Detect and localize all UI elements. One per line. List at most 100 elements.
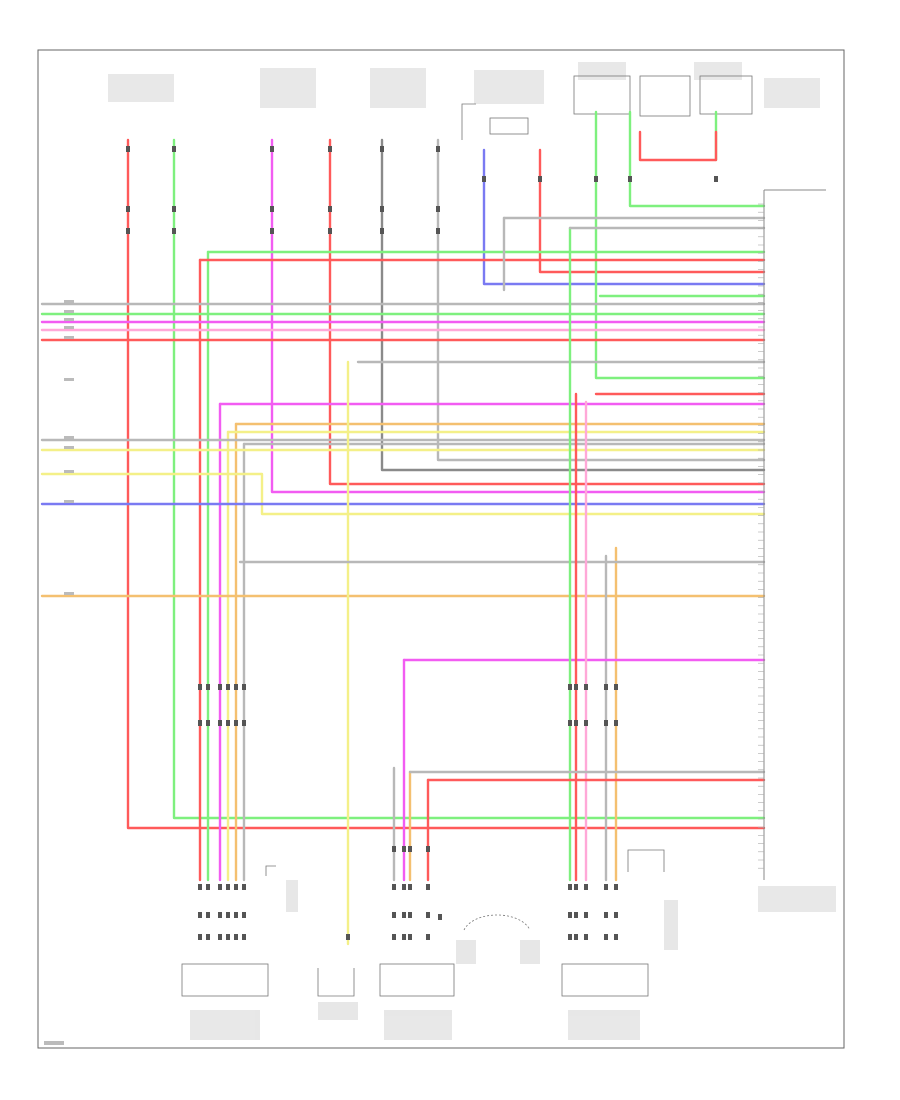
connector-mid bbox=[380, 228, 384, 234]
connector-inline bbox=[604, 720, 608, 726]
bottom-connector-2 bbox=[379, 963, 455, 997]
connector-bottom bbox=[408, 912, 412, 918]
connector-bottom bbox=[242, 912, 246, 918]
connector-bottom bbox=[402, 934, 406, 940]
connector-inline bbox=[402, 846, 406, 852]
connector-inline bbox=[198, 684, 202, 690]
connector-top bbox=[328, 146, 332, 152]
connector-top bbox=[482, 176, 486, 182]
connector-bottom bbox=[218, 934, 222, 940]
connector-mid bbox=[270, 228, 274, 234]
connector-mid bbox=[270, 206, 274, 212]
connector-bottom bbox=[614, 912, 618, 918]
bottom-bracket-4 bbox=[265, 865, 276, 876]
connector-inline bbox=[574, 684, 578, 690]
wire-label-0 bbox=[64, 300, 74, 303]
connector-inline bbox=[206, 720, 210, 726]
wire-red-0 bbox=[126, 138, 766, 830]
connector-bottom bbox=[614, 884, 618, 890]
connector-bottom bbox=[234, 884, 238, 890]
connector-bottom bbox=[226, 884, 230, 890]
module-label bbox=[758, 886, 836, 912]
connector-bottom bbox=[604, 884, 608, 890]
connector-mid bbox=[436, 228, 440, 234]
relay-box-3 bbox=[699, 75, 753, 115]
bottom-connector-1 bbox=[181, 963, 269, 997]
connector-bottom bbox=[226, 912, 230, 918]
connector-inline bbox=[408, 846, 412, 852]
connector-bottom bbox=[574, 934, 578, 940]
connector-inline bbox=[242, 720, 246, 726]
left-labels bbox=[64, 300, 74, 595]
wire-label-5 bbox=[64, 378, 74, 381]
connector-inline bbox=[392, 846, 396, 852]
connector-bottom bbox=[402, 884, 406, 890]
connector-inline bbox=[574, 720, 578, 726]
wire-blue-6 bbox=[482, 148, 766, 286]
wire-red-7 bbox=[538, 148, 766, 274]
module-pins bbox=[758, 203, 764, 869]
bottom-label-3 bbox=[384, 1010, 452, 1040]
connector-bottom bbox=[392, 934, 396, 940]
wire-red-3 bbox=[328, 138, 766, 486]
bottom-components bbox=[181, 849, 665, 997]
bottom-connector-3 bbox=[561, 963, 649, 997]
connector-top bbox=[628, 176, 632, 182]
connector-bottom bbox=[408, 934, 412, 940]
connector-inline bbox=[218, 684, 222, 690]
connector-top bbox=[270, 146, 274, 152]
connector-bottom bbox=[574, 912, 578, 918]
connector-bottom bbox=[574, 884, 578, 890]
bottom-label-1 bbox=[190, 1010, 260, 1040]
connector-bottom bbox=[242, 934, 246, 940]
wire-yellow-31 bbox=[40, 472, 766, 516]
connector-bottom bbox=[426, 912, 430, 918]
connector-inline bbox=[614, 720, 618, 726]
connector-bottom bbox=[584, 934, 588, 940]
wire-gray-5 bbox=[436, 138, 766, 462]
diagram-frame bbox=[37, 49, 845, 1049]
footer-code-mark bbox=[44, 1041, 64, 1045]
connector-inline bbox=[198, 720, 202, 726]
connector-bottom bbox=[568, 884, 572, 890]
component-label-6 bbox=[694, 62, 742, 80]
connector-inline bbox=[614, 684, 618, 690]
bottom-bracket-2 bbox=[627, 849, 665, 872]
connector-inline bbox=[584, 720, 588, 726]
connector-inline bbox=[218, 720, 222, 726]
connector-bottom bbox=[242, 884, 246, 890]
wire-label-8 bbox=[64, 470, 74, 473]
relay-box-2 bbox=[639, 75, 691, 117]
connector-bottom bbox=[568, 912, 572, 918]
wire-label-6 bbox=[64, 436, 74, 439]
wire-label-1 bbox=[64, 310, 74, 313]
connector-mid bbox=[126, 206, 130, 212]
sensor-box bbox=[489, 117, 529, 135]
bottom-label-4 bbox=[568, 1010, 640, 1040]
connector-inline bbox=[568, 684, 572, 690]
connector-top bbox=[172, 146, 176, 152]
connector-mid bbox=[328, 228, 332, 234]
connector-mid bbox=[328, 206, 332, 212]
wire-green-9 bbox=[628, 110, 766, 208]
connector-top bbox=[594, 176, 598, 182]
connector-bottom bbox=[604, 912, 608, 918]
component-label-7 bbox=[764, 78, 820, 108]
connector-markers bbox=[126, 146, 718, 940]
connector-bottom bbox=[234, 934, 238, 940]
bottom-label-8 bbox=[664, 900, 678, 950]
connector-bottom bbox=[206, 884, 210, 890]
connector-bottom bbox=[584, 884, 588, 890]
wire-red-11 bbox=[638, 130, 718, 162]
connector-top bbox=[538, 176, 542, 182]
wire-dark_gray-4 bbox=[380, 138, 766, 472]
wire-green-1 bbox=[172, 138, 766, 820]
connector-bottom bbox=[198, 912, 202, 918]
wire-magenta-2 bbox=[270, 138, 766, 494]
connector-inline bbox=[426, 846, 430, 852]
connector-top bbox=[380, 146, 384, 152]
connector-bottom bbox=[198, 934, 202, 940]
connector-bottom bbox=[206, 912, 210, 918]
bottom-label-6 bbox=[520, 940, 540, 964]
